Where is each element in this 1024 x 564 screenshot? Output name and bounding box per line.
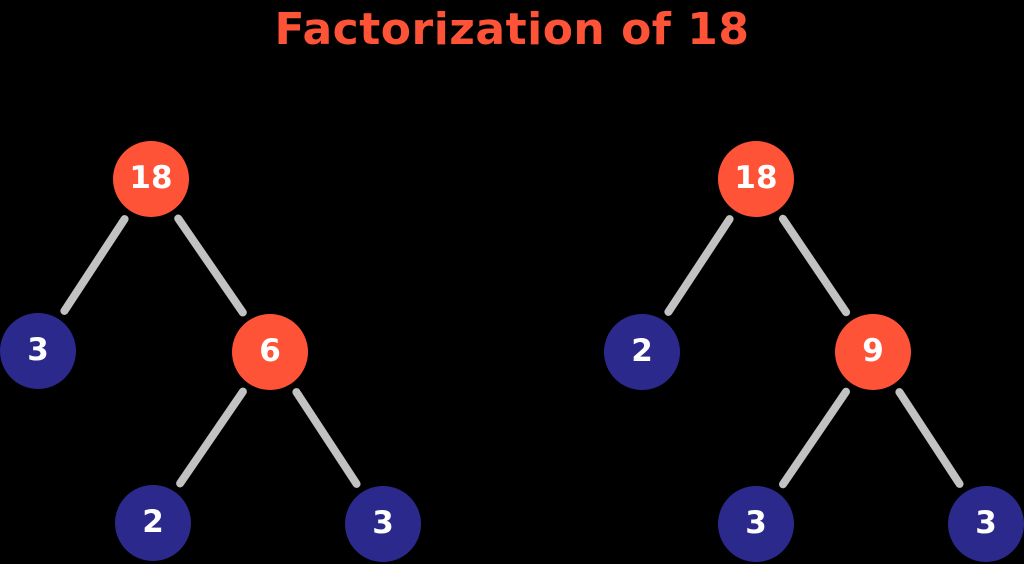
tree-node-label: 2 xyxy=(142,503,164,540)
tree-edge xyxy=(664,215,734,316)
tree-node-3: 3 xyxy=(0,313,76,389)
tree-edge xyxy=(895,388,964,488)
tree-edge xyxy=(779,387,850,489)
tree-node-3: 3 xyxy=(948,486,1024,562)
tree-node-2: 2 xyxy=(604,314,680,390)
tree-edge xyxy=(60,215,129,315)
tree-node-label: 3 xyxy=(27,331,49,368)
page-title: Factorization of 18 xyxy=(274,4,750,55)
tree-node-label: 6 xyxy=(259,332,281,369)
tree-node-3: 3 xyxy=(718,486,794,562)
tree-node-18: 18 xyxy=(718,141,794,217)
tree-node-label: 18 xyxy=(129,159,173,196)
tree-node-label: 18 xyxy=(734,159,778,196)
tree-node-label: 3 xyxy=(372,504,394,541)
tree-edge xyxy=(292,388,361,488)
tree-node-label: 2 xyxy=(631,332,653,369)
tree-node-18: 18 xyxy=(113,141,189,217)
tree-node-label: 3 xyxy=(975,504,997,541)
tree-node-2: 2 xyxy=(115,485,191,561)
tree-node-3: 3 xyxy=(345,486,421,562)
tree-edge xyxy=(176,387,247,488)
tree-edge xyxy=(778,214,851,317)
tree-node-label: 3 xyxy=(745,504,767,541)
tree-edge xyxy=(174,214,247,317)
tree-node-label: 9 xyxy=(862,332,884,369)
tree-node-6: 6 xyxy=(232,314,308,390)
tree-node-9: 9 xyxy=(835,314,911,390)
